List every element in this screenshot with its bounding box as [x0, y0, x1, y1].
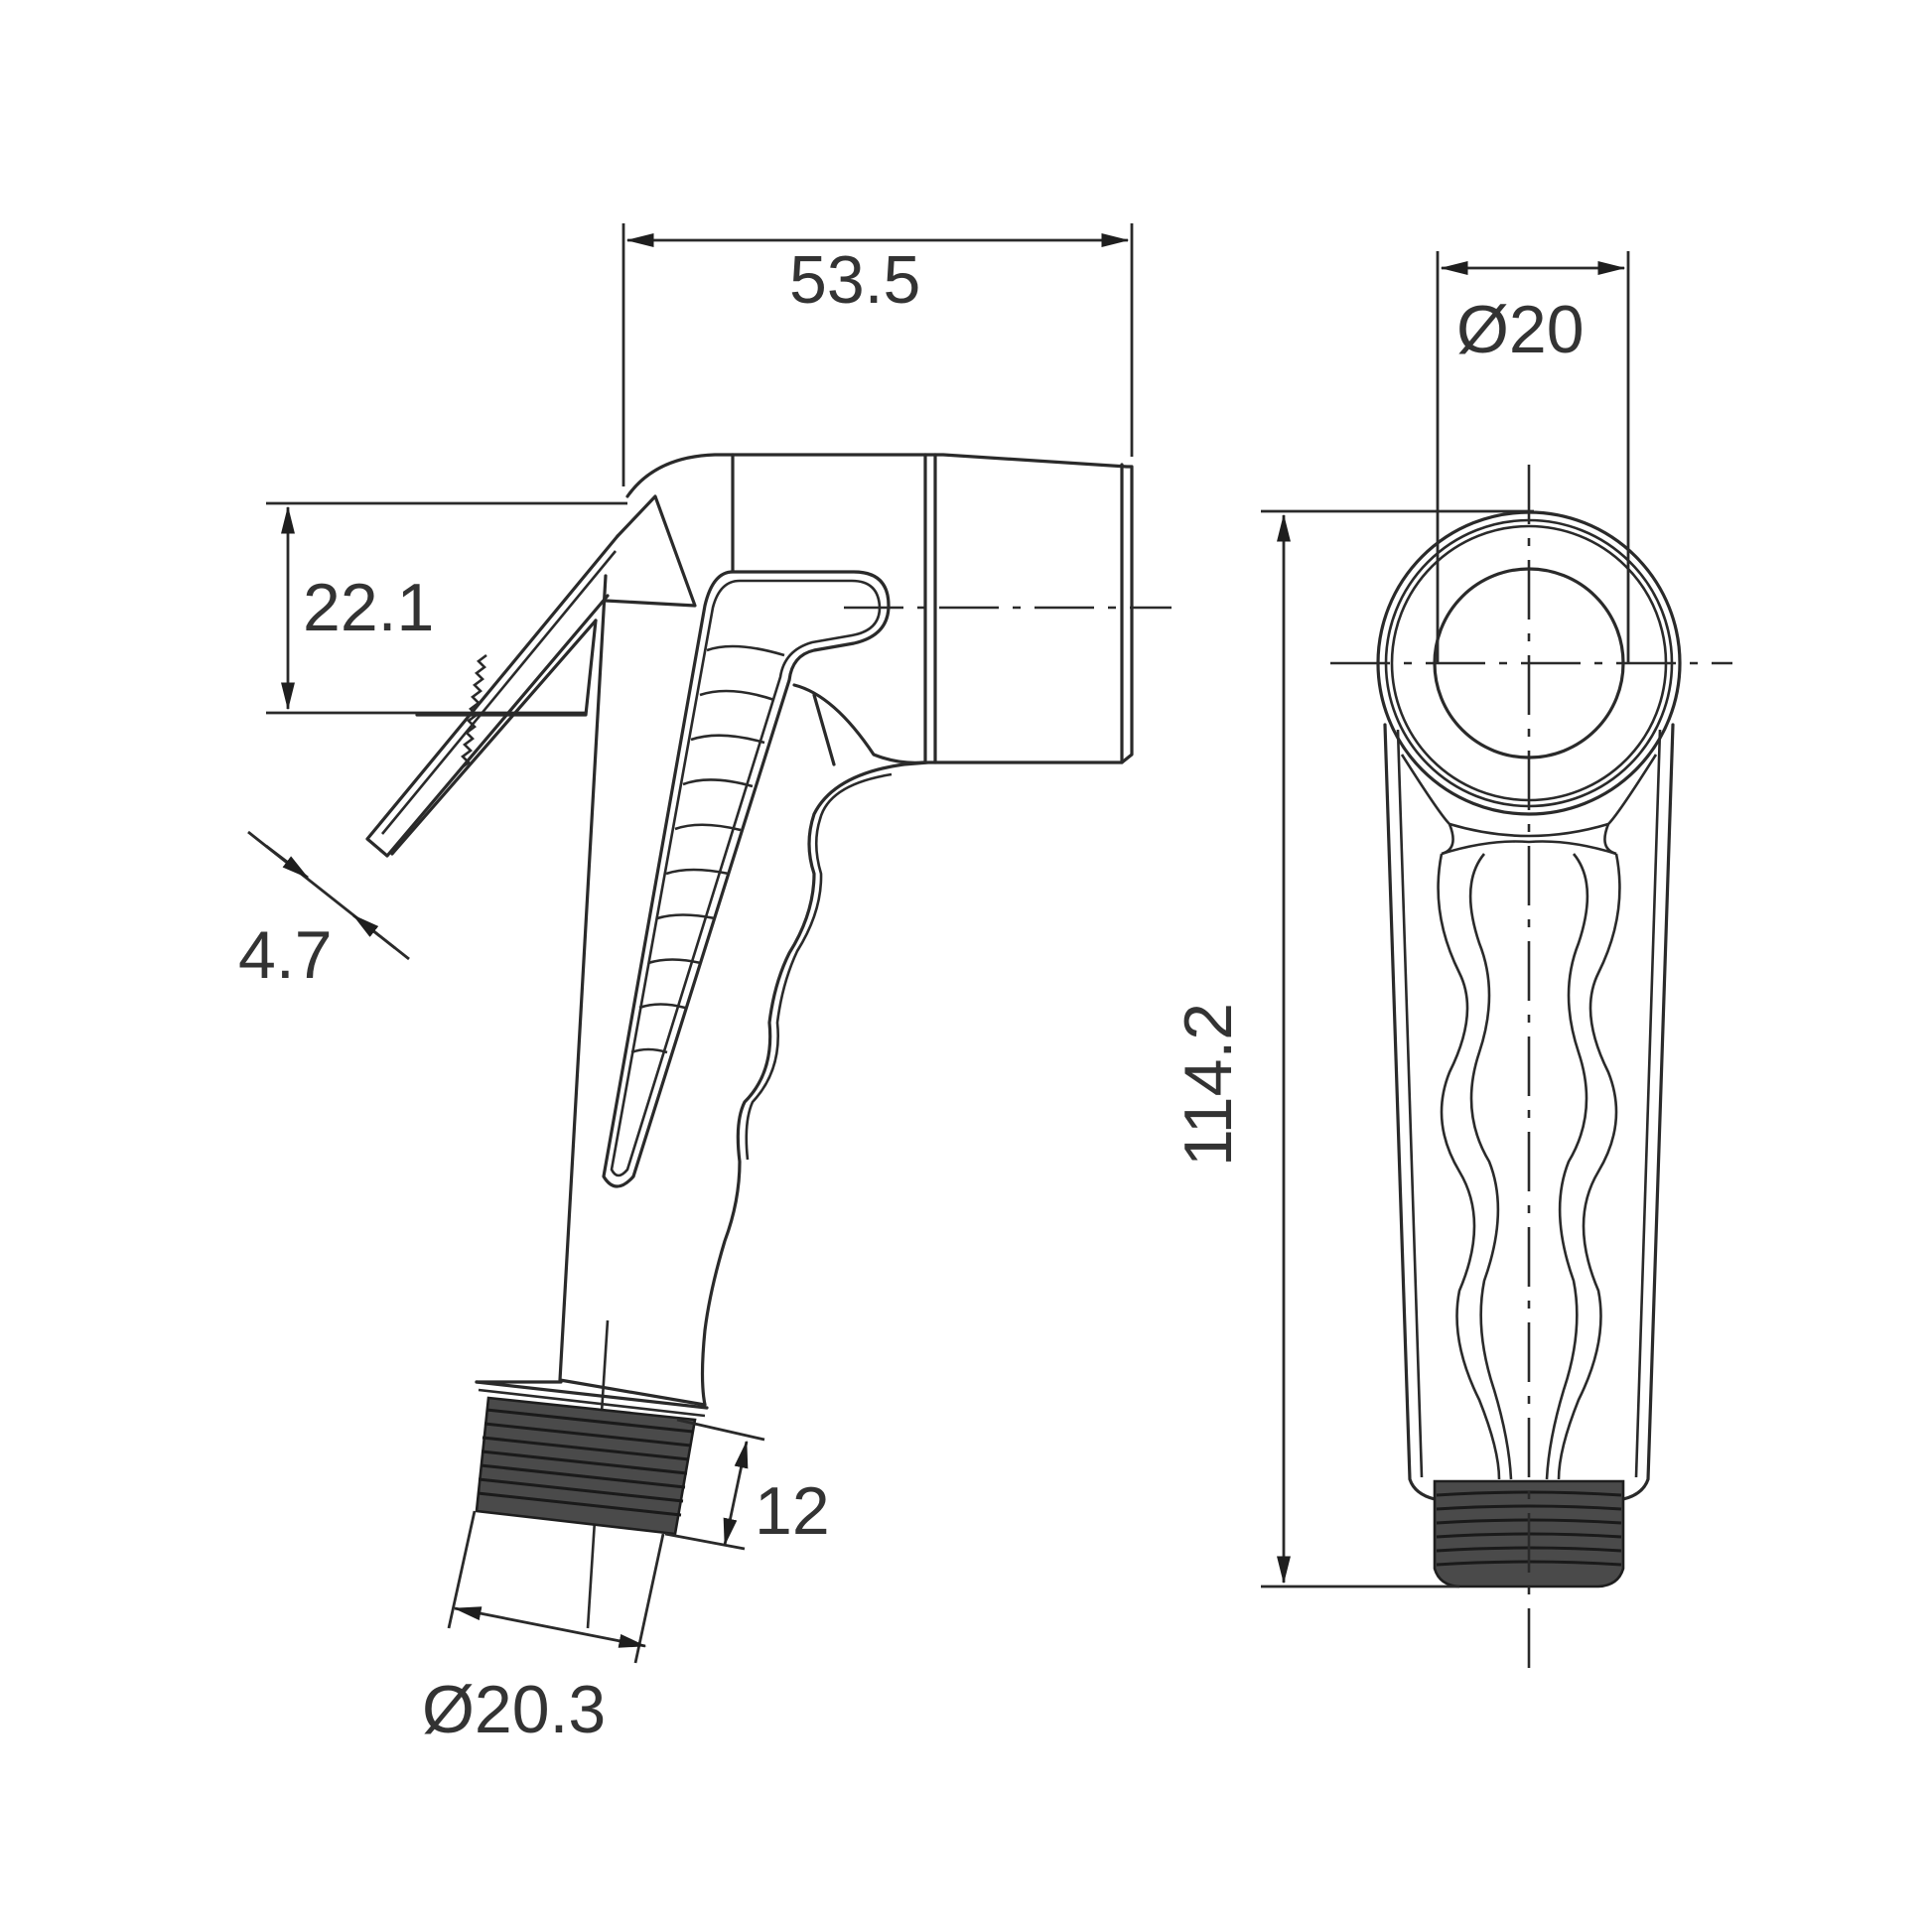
dim-overall-height: 114.2: [1171, 1003, 1246, 1167]
dim-trigger-thickness: 4.7: [238, 917, 333, 993]
dim-head-diameter: Ø20: [1456, 292, 1585, 367]
dim-head-length: 53.5: [789, 242, 920, 318]
front-dimensions: Ø20 114.2: [1171, 251, 1630, 1588]
slot-ribs: [630, 644, 785, 1054]
side-thread: [475, 1396, 697, 1536]
side-view: [365, 453, 1172, 1629]
trigger-slot: [602, 570, 891, 1188]
front-view: [1330, 465, 1732, 1678]
trigger-lever: [365, 494, 697, 858]
dim-trigger-height: 22.1: [303, 570, 434, 645]
dim-thread-diameter: Ø20.3: [422, 1672, 606, 1747]
dim-thread-length: 12: [755, 1473, 830, 1549]
side-dimensions: 53.5 22.1 4.7 12 Ø20.3: [238, 223, 1134, 1747]
head-body: [625, 453, 1172, 766]
